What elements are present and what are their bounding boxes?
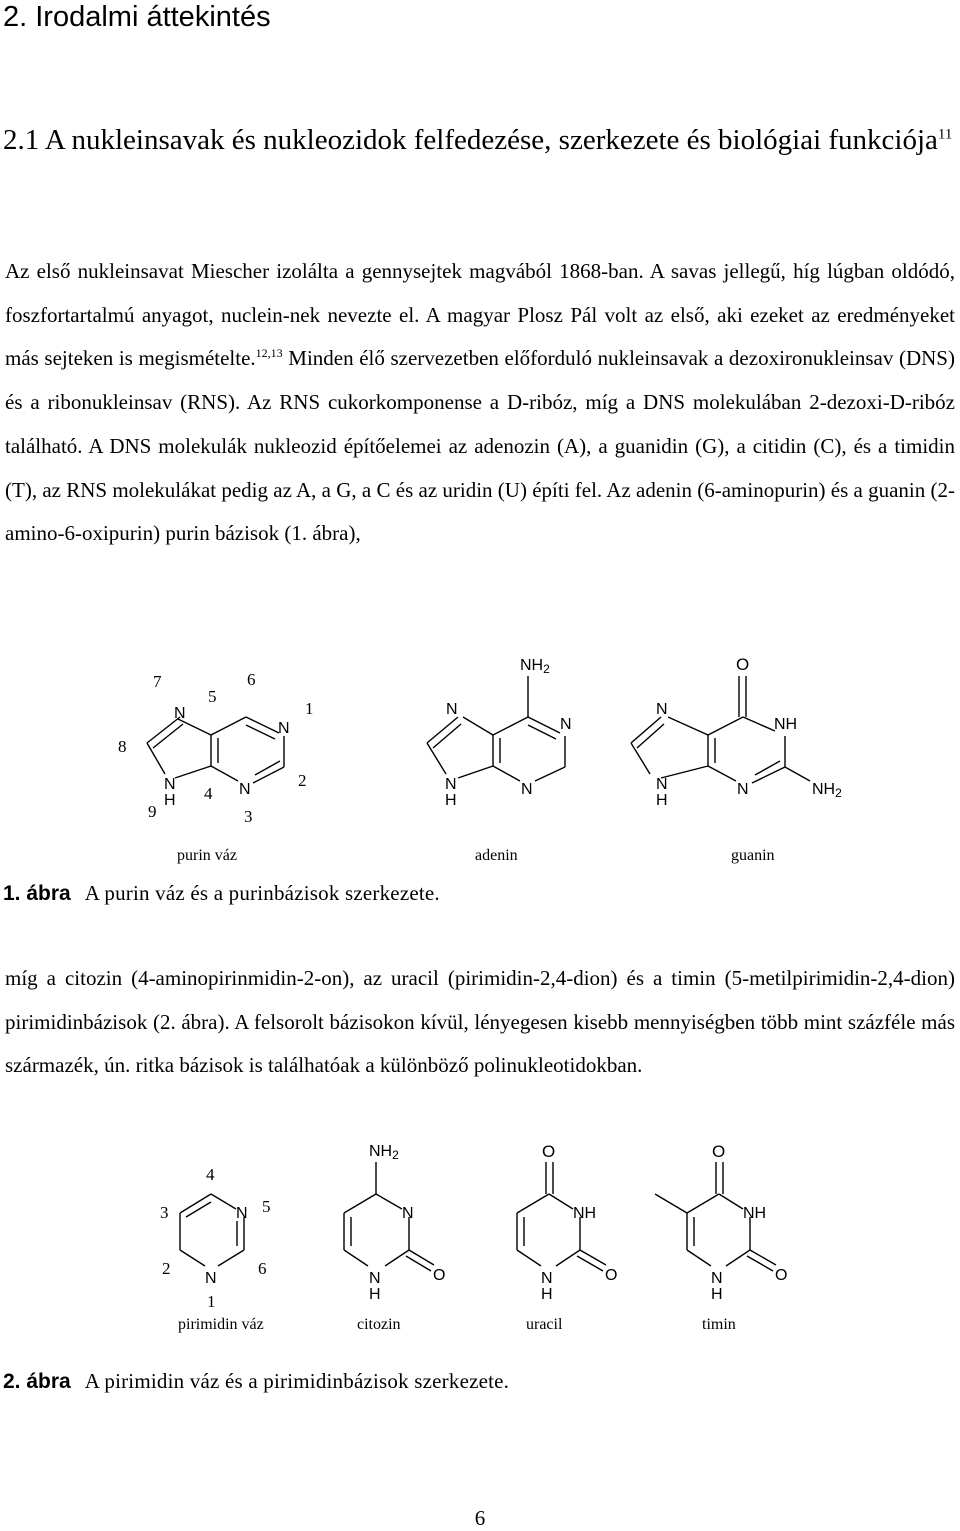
ring-number-1: 1 [305,699,314,718]
figure-2-caption-text: A pirimidin váz és a pirimidinbázisok sz… [84,1369,510,1393]
uracil-oxo-4: O [542,1142,555,1161]
adenine-structure: N N N H N NH2 [426,657,572,809]
pyr-number-5: 5 [262,1197,271,1216]
ring-number-5: 5 [208,687,217,706]
label-adenin: adenin [475,847,518,864]
guanine-n1h: NH [774,716,797,733]
adenine-amino-group: NH2 [520,657,550,676]
guanine-h9: H [656,792,668,809]
label-uracil: uracil [526,1316,563,1333]
purine-h9: H [164,792,176,809]
guanine-structure: N NH N H N O NH2 [630,655,842,809]
guanine-n7: N [656,701,668,718]
uracil-n1: N [541,1270,553,1287]
thymine-n3h: NH [743,1205,766,1222]
figure-2: N N 4 3 5 2 6 1 N N H O NH2 [0,1130,960,1345]
uracil-oxo-2: O [605,1267,617,1284]
thymine-structure: NH N H O O [654,1142,787,1303]
figure-1-caption-number: 1. ábra [3,882,71,905]
purine-n1: N [278,720,290,737]
label-citozin: citozin [357,1316,401,1333]
subsection-reference: 11 [937,126,953,143]
label-guanin: guanin [731,847,775,864]
figure-2-caption-number: 2. ábra [3,1370,71,1393]
figure-1-drawing: N N N H N 7 6 5 1 8 2 4 9 3 N N N H N NH… [118,655,842,864]
purine-n7: N [174,705,186,722]
thymine-oxo-2: O [775,1267,787,1284]
label-timin: timin [702,1316,736,1333]
ring-number-9: 9 [148,802,157,821]
paragraph-1-part-1: Az első nukleinsavat Miescher izolálta a… [5,259,955,371]
guanine-amino-nh: NH [812,781,835,798]
pyr-number-6: 6 [258,1259,267,1278]
paragraph-1: Az első nukleinsavat Miescher izolálta a… [5,250,955,556]
label-pirimidin-vaz: pirimidin váz [178,1316,264,1333]
subsection-title-text: 2.1 A nukleinsavak és nukleozidok felfed… [3,124,938,156]
adenine-n9: N [445,776,457,793]
purine-n3: N [239,781,251,798]
paragraph-1-part-2: Minden élő szervezetben előforduló nukle… [5,346,955,546]
guanine-oxo: O [736,655,749,674]
figure-2-caption: 2. ábra A pirimidin váz és a pirimidinbáz… [3,1368,509,1395]
cytosine-n3: N [402,1205,414,1222]
thymine-n1: N [711,1270,723,1287]
purine-skeleton: N N N H N 7 6 5 1 8 2 4 9 3 [118,670,314,826]
ring-number-6: 6 [247,670,256,689]
figure-1-caption: 1. ábra A purin váz és a purinbázisok sze… [3,880,440,907]
cytosine-amino-nh: NH [369,1143,392,1160]
cytosine-h1: H [369,1286,381,1303]
ring-number-8: 8 [118,737,127,756]
thymine-h1: H [711,1286,723,1303]
adenine-n3: N [521,781,533,798]
pyrimidine-n3: N [236,1205,248,1222]
guanine-amino-subscript: 2 [835,786,842,800]
ring-number-7: 7 [153,672,162,691]
cytosine-oxo: O [433,1267,445,1284]
thymine-oxo-4: O [712,1142,725,1161]
guanine-n9: N [656,776,668,793]
purine-n9: N [164,776,176,793]
ring-number-4: 4 [204,784,213,803]
section-title: 2. Irodalmi áttekintés [3,1,271,33]
figure-2-drawing: N N 4 3 5 2 6 1 N N H O NH2 [160,1142,787,1333]
subsection-title: 2.1 A nukleinsavak és nukleozidok felfed… [3,112,955,168]
cytosine-amino-subscript: 2 [392,1148,399,1162]
figure-1-caption-text: A purin váz és a purinbázisok szerkezete… [84,881,440,905]
pyrimidine-n1: N [205,1270,217,1287]
ring-number-2: 2 [298,771,307,790]
cytosine-n1: N [369,1270,381,1287]
paragraph-2: míg a citozin (4-aminopirinmidin-2-on), … [5,966,955,1078]
adenine-h9: H [445,792,457,809]
ring-number-3: 3 [244,807,253,826]
uracil-n3h: NH [573,1205,596,1222]
guanine-amino-group: NH2 [812,781,842,800]
label-purin-vaz: purin váz [177,847,237,864]
guanine-n3: N [737,781,749,798]
figure-1: N N N H N 7 6 5 1 8 2 4 9 3 N N N H N NH… [0,640,960,870]
uracil-h1: H [541,1286,553,1303]
adenine-n7: N [446,701,458,718]
cytosine-amino-group: NH2 [369,1143,399,1162]
cytosine-structure: N N H O NH2 [343,1143,445,1303]
adenine-n1: N [560,716,572,733]
pyr-number-1: 1 [207,1292,216,1311]
paragraph-1-reference: 12,13 [255,346,283,361]
adenine-amino-nh: NH [520,657,543,674]
pyr-number-2: 2 [162,1259,171,1278]
adenine-amino-subscript: 2 [543,662,550,676]
pyr-number-3: 3 [160,1203,169,1222]
page-number: 6 [474,1506,486,1530]
pyr-number-4: 4 [206,1165,215,1184]
pyrimidine-skeleton: N N 4 3 5 2 6 1 [160,1165,271,1311]
uracil-structure: NH N H O O [516,1142,617,1303]
